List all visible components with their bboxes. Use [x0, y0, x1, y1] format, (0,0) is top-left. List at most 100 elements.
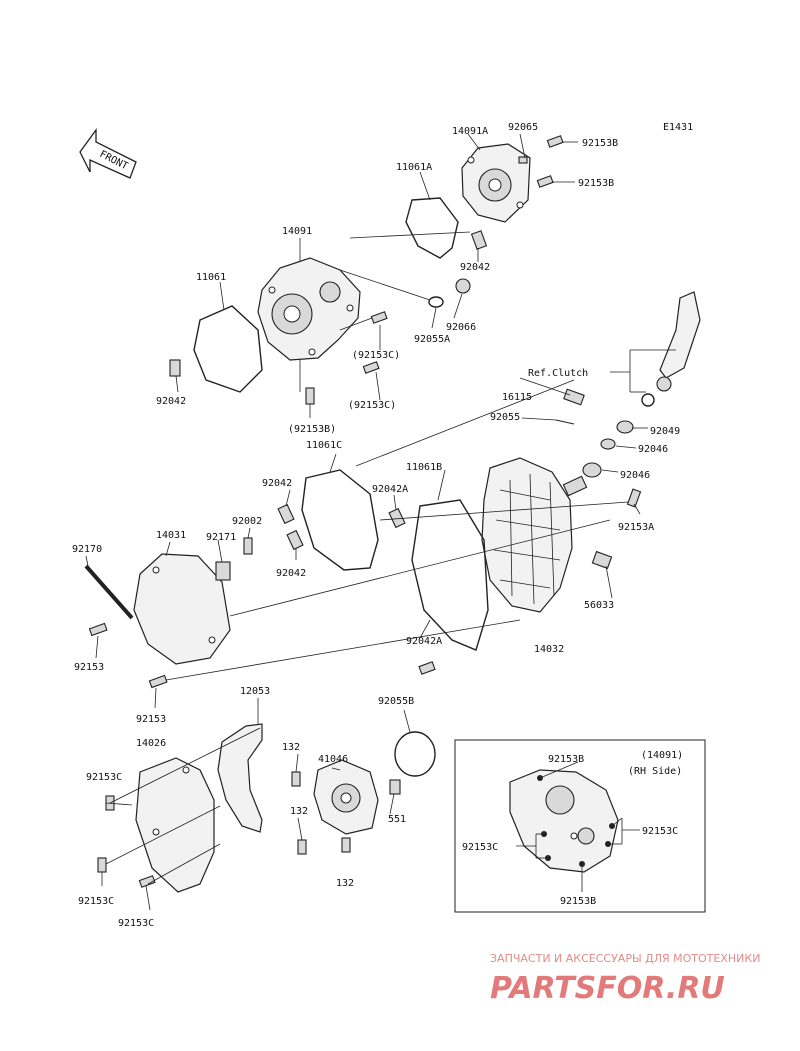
- label-14091: 14091: [282, 226, 312, 237]
- label-92171: 92171: [206, 532, 236, 543]
- front-arrow-icon: FRONT: [79, 128, 137, 179]
- label-14026: 14026: [136, 738, 166, 749]
- dowel-pin-92042: [470, 230, 488, 250]
- o-ring-92055a: [428, 296, 444, 308]
- gasket-11061c: [301, 469, 379, 571]
- inset-leaders: [516, 761, 640, 892]
- label-92153-1: 92153: [74, 662, 104, 673]
- label-92153b-2: 92153B: [578, 178, 614, 189]
- label-92153c-2: (92153C): [348, 400, 396, 411]
- label-14032: 14032: [534, 644, 564, 655]
- dowel-pin-92042a: [388, 507, 406, 529]
- bolt-92153a: [626, 488, 642, 508]
- label-92153c-4: 92153C: [78, 896, 114, 907]
- label-92046-2: 92046: [620, 470, 650, 481]
- watermark-logo: PARTSFOR.RU: [490, 971, 725, 1006]
- washer-92046-upper: [600, 438, 616, 450]
- label-551: 551: [388, 814, 406, 825]
- label-16115: 16115: [502, 392, 532, 403]
- label-92055b: 92055B: [378, 696, 414, 707]
- label-11061b: 11061B: [406, 462, 442, 473]
- clutch-release-lever: [641, 291, 701, 407]
- label-92042-2: 92042: [156, 396, 186, 407]
- dowel-pin-92042-mid: [277, 503, 295, 525]
- bolt-92153b: [536, 135, 564, 188]
- gasket-11061: [193, 305, 263, 393]
- leader-lines-middle: [85, 377, 648, 709]
- inset-label-92153b-1: 92153B: [548, 754, 584, 765]
- dowel-pin-92042-left: [169, 359, 181, 377]
- inset-label-92153c-2: 92153C: [642, 826, 678, 837]
- label-92153c-1: (92153C): [352, 350, 400, 361]
- label-12053: 12053: [240, 686, 270, 697]
- label-92042-3: 92042: [262, 478, 292, 489]
- label-14031: 14031: [156, 530, 186, 541]
- ref-clutch-label: Ref.Clutch: [528, 368, 588, 379]
- label-92153b-1: 92153B: [582, 138, 618, 149]
- label-92065: 92065: [508, 122, 538, 133]
- inset-title: (14091): [641, 750, 683, 761]
- bolt-132-c: [341, 837, 351, 853]
- label-92066: 92066: [446, 322, 476, 333]
- washer-92065: [518, 156, 528, 164]
- bolt-92153c-b: [97, 857, 107, 873]
- label-11061a: 11061A: [396, 162, 432, 173]
- bolt-132-b: [297, 839, 307, 855]
- part-14091a-cover: [461, 143, 531, 223]
- label-92049: 92049: [650, 426, 680, 437]
- label-92153-2: 92153: [136, 714, 166, 725]
- cover-14026: [135, 757, 215, 893]
- label-132-1: 132: [282, 742, 300, 753]
- dowel-pin-92042-mid2: [286, 529, 304, 551]
- bolt-92153-lower: [148, 674, 168, 689]
- label-132-3: 132: [336, 878, 354, 889]
- label-92153b-3: (92153B): [288, 424, 336, 435]
- plug-551: [389, 779, 401, 795]
- leader-lines-upper: [175, 133, 578, 418]
- inset-cover-14091: [509, 769, 619, 873]
- label-11061: 11061: [196, 272, 226, 283]
- label-92042-4: 92042: [276, 568, 306, 579]
- label-92153c-3: 92153C: [86, 772, 122, 783]
- label-132-2: 132: [290, 806, 308, 817]
- bolt-92153c-c: [138, 875, 156, 888]
- inset-label-92153b-2: 92153B: [560, 896, 596, 907]
- ref-clutch-bracket: [610, 349, 676, 393]
- label-92170: 92170: [72, 544, 102, 555]
- label-92153c-5: 92153C: [118, 918, 154, 929]
- washer-92046-lower: [582, 462, 602, 478]
- watermark-tagline: ЗАПЧАСТИ И АКСЕССУАРЫ ДЛЯ МОТОТЕХНИКИ: [490, 952, 760, 965]
- cap-16115: [563, 388, 585, 406]
- o-ring-92055b: [394, 731, 436, 777]
- label-92042a-1: 92042A: [372, 484, 408, 495]
- o-ring-92055: [555, 419, 575, 425]
- bolt-92153c-lower: [362, 361, 380, 374]
- label-92153a: 92153A: [618, 522, 654, 533]
- bolt-132-a: [291, 771, 301, 787]
- label-56033: [591, 550, 613, 570]
- label-41046: 41046: [318, 754, 348, 765]
- label-56033: 56033: [584, 600, 614, 611]
- bolt-92153-upper: [88, 622, 108, 637]
- label-11061c: 11061C: [306, 440, 342, 451]
- label-92002: 92002: [232, 516, 262, 527]
- stud-92170: [84, 564, 134, 620]
- pulsing-cover-gasket-12053: [217, 723, 263, 833]
- dowel-pin-92042a-lower: [418, 661, 436, 675]
- gasket-11061a: [405, 197, 459, 259]
- cover-41046: [313, 759, 379, 835]
- clutch-cover-14032: [481, 457, 588, 613]
- label-92042a-2: 92042A: [406, 636, 442, 647]
- label-14091a: 14091A: [452, 126, 488, 137]
- inset-subtitle: (RH Side): [628, 766, 682, 777]
- bolt-92153c: [370, 311, 388, 324]
- diagram-code: E1431: [663, 122, 693, 133]
- oil-seal-92049: [616, 420, 634, 434]
- label-92042-1: 92042: [460, 262, 490, 273]
- label-92055: 92055: [490, 412, 520, 423]
- leader-lines-lower: [101, 698, 411, 911]
- part-14091-cover: [257, 257, 361, 361]
- label-92046-1: 92046: [638, 444, 668, 455]
